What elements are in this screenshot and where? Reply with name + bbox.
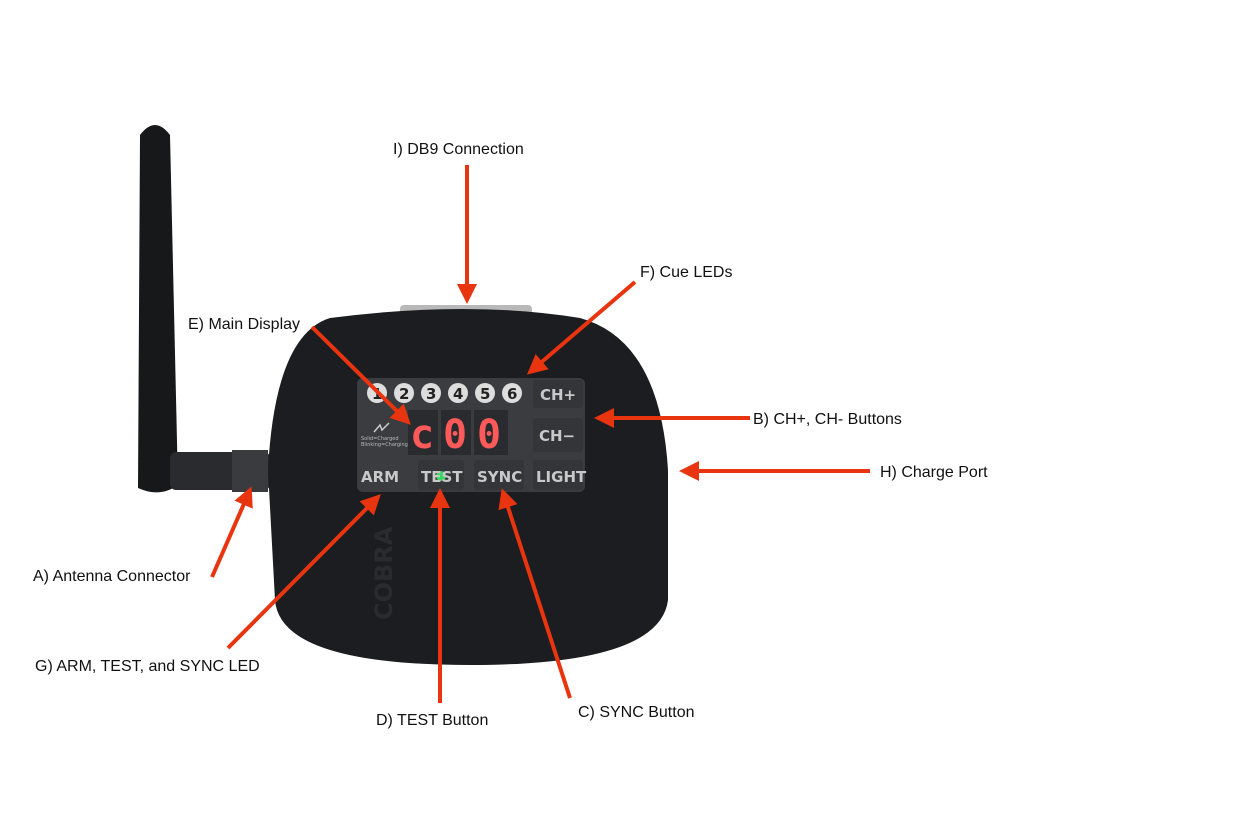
light-button[interactable]: LIGHT	[533, 460, 587, 490]
arrow-main-display	[310, 325, 411, 425]
main-display: c 0 0	[408, 410, 508, 458]
sync-button[interactable]: SYNC	[474, 460, 524, 490]
cue-led-4: 4	[453, 385, 463, 403]
callout-arrows	[210, 165, 870, 703]
label-charge-port: H) Charge Port	[880, 464, 988, 481]
test-led	[436, 471, 446, 481]
cue-led-3: 3	[426, 385, 436, 403]
svg-text:CH+: CH+	[540, 386, 576, 404]
label-sync-button: C) SYNC Button	[578, 704, 694, 721]
svg-text:LIGHT: LIGHT	[536, 468, 587, 486]
charge-icon	[373, 422, 390, 433]
charge-legend-blinking: Blinking=Charging	[361, 442, 408, 448]
label-test-button: D) TEST Button	[376, 712, 488, 729]
antenna	[138, 125, 270, 493]
label-cue-leds: F) Cue LEDs	[640, 264, 732, 281]
svg-text:CH−: CH−	[539, 427, 575, 445]
label-main-display: E) Main Display	[188, 316, 300, 333]
cue-led-6: 6	[507, 385, 517, 403]
arrow-antenna	[210, 486, 253, 578]
ch-plus-button[interactable]: CH+	[533, 380, 583, 408]
svg-text:TEST: TEST	[421, 468, 463, 486]
label-led: G) ARM, TEST, and SYNC LED	[35, 658, 260, 675]
label-db9: I) DB9 Connection	[393, 141, 524, 158]
ch-minus-button[interactable]: CH−	[533, 418, 583, 452]
cue-led-2: 2	[399, 385, 409, 403]
display-digit-2: 0	[443, 412, 467, 458]
display-digit-3: 0	[477, 412, 501, 458]
charge-legend-solid: Solid=Charged	[361, 436, 399, 442]
arrow-sync-button	[498, 488, 572, 699]
arrow-led	[226, 494, 381, 650]
test-button[interactable]: TEST	[418, 460, 464, 490]
arrow-cue-leds	[526, 280, 637, 375]
label-antenna: A) Antenna Connector	[33, 568, 191, 585]
cue-led-5: 5	[480, 385, 490, 403]
display-digit-1: c	[410, 412, 434, 458]
brand-mark: COBRA	[370, 526, 398, 620]
label-ch-buttons: B) CH+, CH- Buttons	[753, 411, 902, 428]
arm-led-label: ARM	[361, 468, 399, 486]
svg-text:SYNC: SYNC	[477, 468, 522, 486]
